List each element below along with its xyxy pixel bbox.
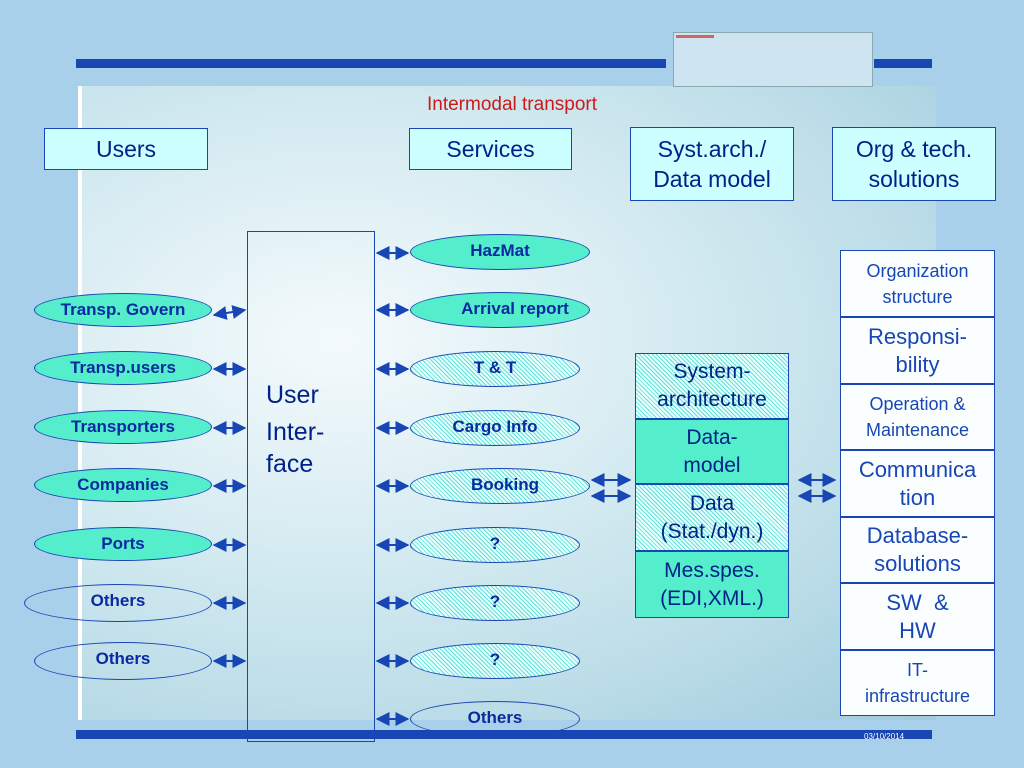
user-interface-box	[247, 231, 375, 742]
stack-line: architecture	[657, 388, 767, 411]
solution-line: Responsi-	[867, 323, 968, 349]
stack-line: (EDI,XML.)	[660, 586, 764, 610]
solution-line: bility	[895, 351, 940, 377]
stack-line: (Stat./dyn.)	[660, 519, 764, 543]
user-node: Others	[34, 642, 212, 680]
solution-line: Operation &	[869, 394, 966, 414]
solution-line: HW	[899, 617, 936, 643]
solution-line: infrastructure	[864, 686, 971, 706]
header-services: Services	[409, 128, 572, 170]
user-node: Companies	[34, 468, 212, 502]
solution-sw-hw: SW & HW	[840, 583, 995, 650]
arrow-user-0	[212, 305, 247, 320]
solution-line: SW &	[886, 589, 949, 615]
ui-line2: Inter-	[266, 418, 325, 446]
solution-line: Database-	[866, 523, 969, 548]
solution-line: Organization	[866, 260, 969, 281]
solution-line: tion	[899, 484, 936, 510]
service-node: Booking	[410, 468, 590, 504]
stack-line: Data-	[686, 425, 738, 449]
service-node: T & T	[410, 351, 580, 387]
solution-organization: Organization structure	[840, 250, 995, 317]
user-interface-label: User Inter- face	[266, 374, 324, 480]
solution-database: Database- solutions	[840, 517, 995, 583]
service-node: Others	[410, 701, 580, 737]
service-node: Cargo Info	[410, 410, 580, 446]
stack-data-model: Data- model	[635, 419, 789, 484]
service-node: HazMat	[410, 234, 590, 270]
solution-line: Communica	[858, 456, 977, 482]
solution-line: IT-	[907, 660, 928, 680]
solution-responsibility: Responsi- bility	[840, 317, 995, 384]
user-node: Transp.users	[34, 351, 212, 385]
stack-line: model	[683, 453, 741, 477]
stack-line: Data	[689, 491, 735, 515]
ui-line1: User	[266, 381, 319, 409]
service-node: Arrival report	[410, 292, 590, 328]
user-node: Transp. Govern	[34, 293, 212, 327]
header-sysarch-line1: Syst.arch./	[657, 136, 767, 162]
header-system-architecture: Syst.arch./ Data model	[630, 127, 794, 201]
header-sysarch-line2: Data model	[653, 166, 771, 192]
solution-line: Maintenance	[865, 420, 970, 440]
stack-data-stat-dyn: Data (Stat./dyn.)	[635, 484, 789, 551]
solution-it-infrastructure: IT- infrastructure	[840, 650, 995, 716]
service-node: ?	[410, 585, 580, 621]
ui-line3: face	[266, 450, 314, 478]
footer-date: 03/10/2014	[864, 732, 905, 741]
header-users: Users	[44, 128, 208, 170]
header-org-line2: solutions	[868, 166, 960, 192]
top-bar-right	[874, 59, 932, 68]
header-org-line1: Org & tech.	[855, 136, 973, 162]
header-org-tech: Org & tech. solutions	[832, 127, 996, 201]
diagram-title: Intermodal transport	[426, 94, 598, 115]
solution-line: structure	[882, 286, 953, 307]
stack-line: Mes.spes.	[664, 558, 760, 582]
solution-operation: Operation & Maintenance	[840, 384, 995, 450]
service-node: ?	[410, 643, 580, 679]
solution-communication: Communica tion	[840, 450, 995, 517]
stack-system-architecture: System- architecture	[635, 353, 789, 419]
user-node: Transporters	[34, 410, 212, 444]
logo-image	[673, 32, 873, 87]
user-node: Others	[24, 584, 212, 622]
user-node: Ports	[34, 527, 212, 561]
stack-line: System-	[673, 360, 751, 383]
top-bar-left	[76, 59, 666, 68]
solution-line: solutions	[874, 551, 961, 576]
service-node: ?	[410, 527, 580, 563]
stack-message-spec: Mes.spes. (EDI,XML.)	[635, 551, 789, 618]
